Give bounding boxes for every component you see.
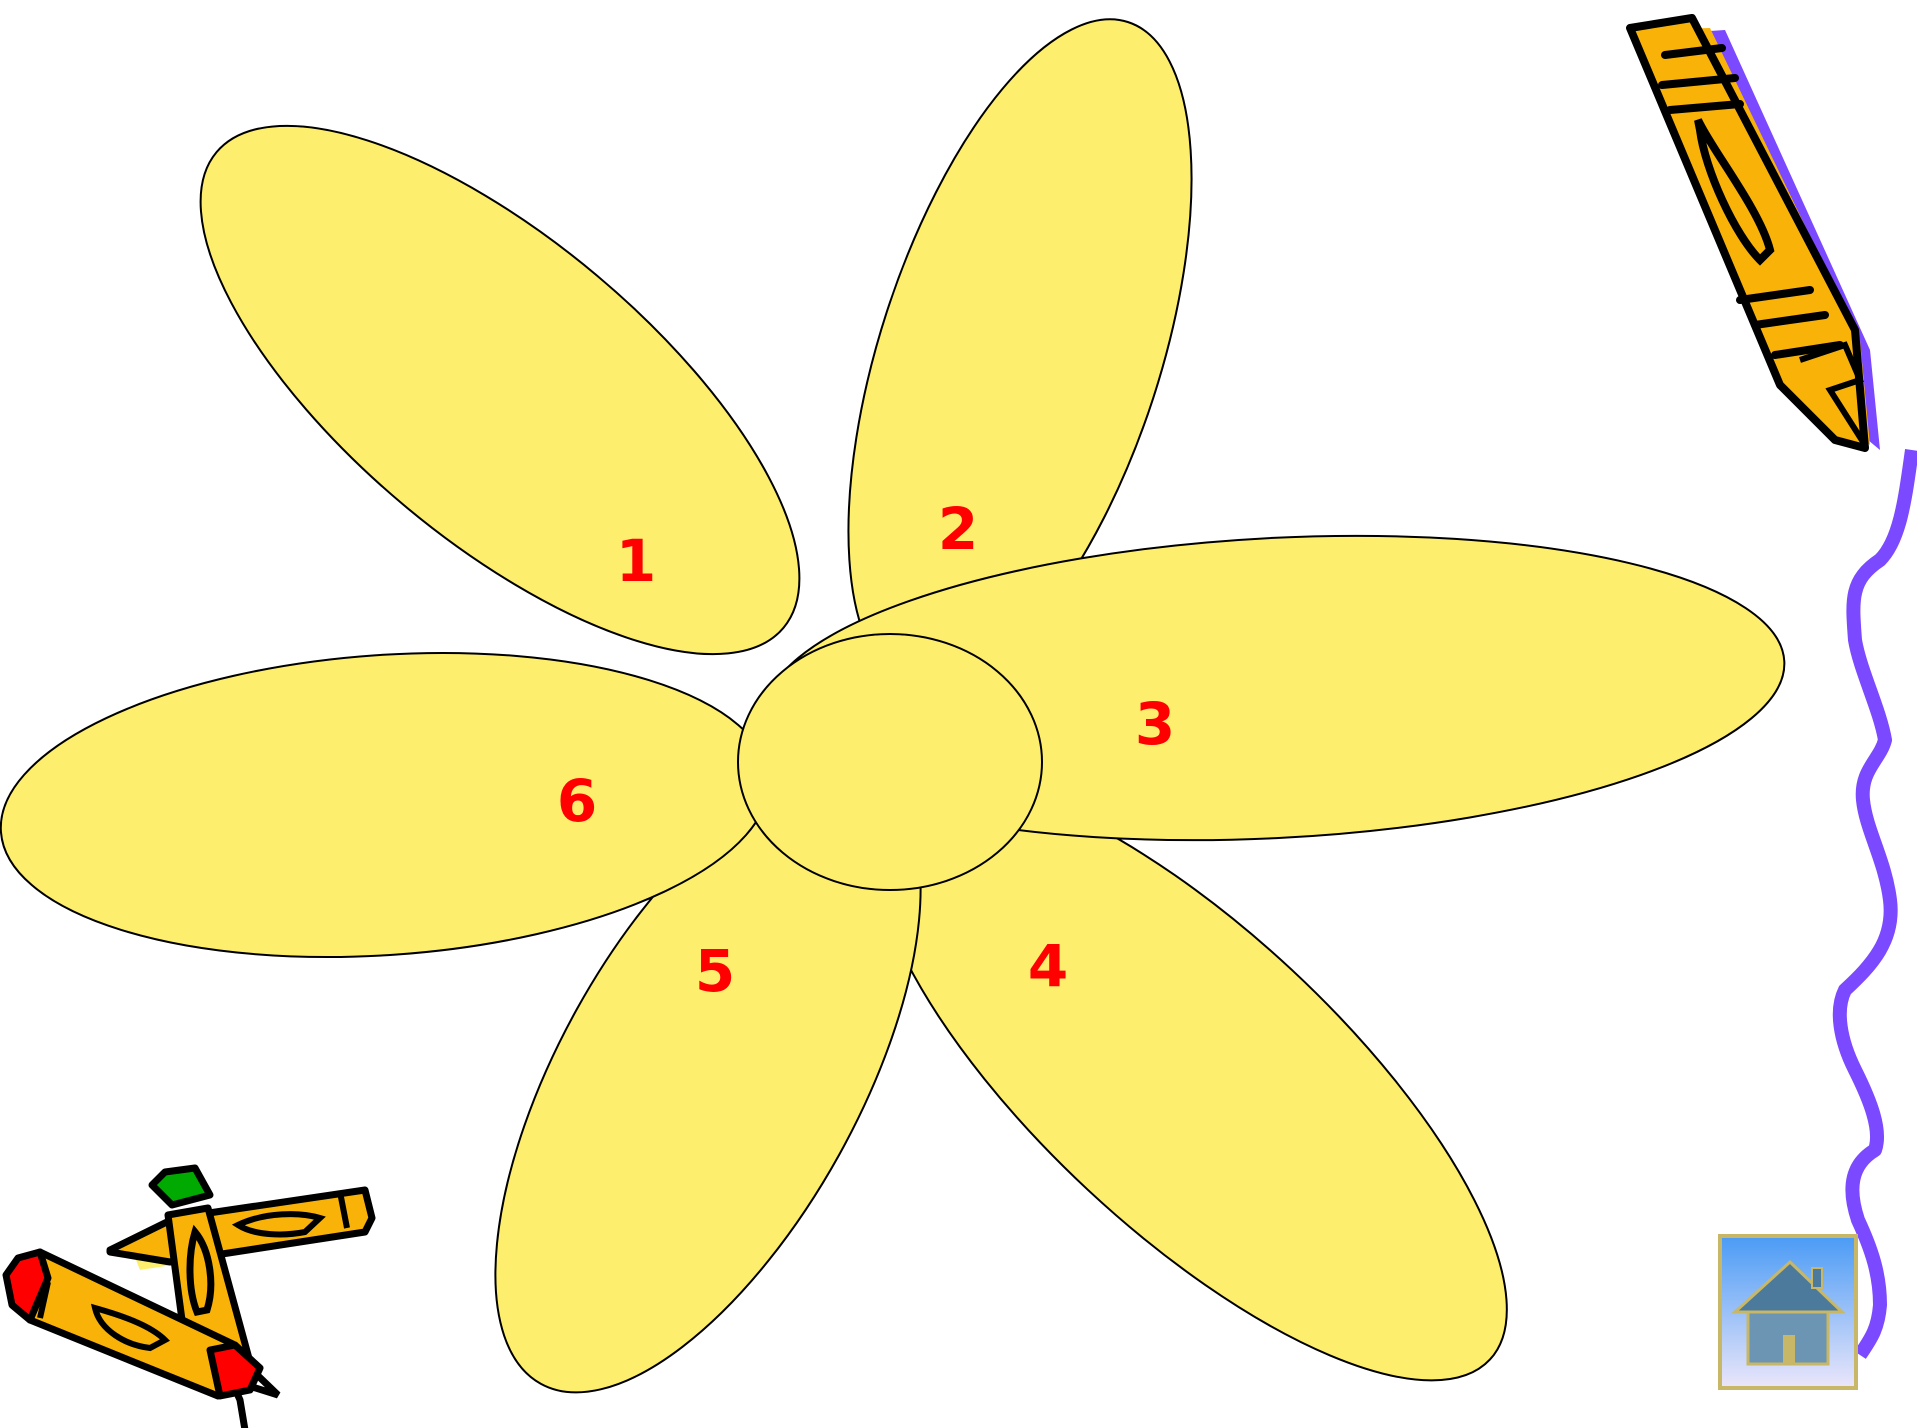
petal-number-6: 6 xyxy=(557,767,597,835)
squiggle-line-icon xyxy=(1840,450,1912,1355)
crayons-icon xyxy=(6,1168,372,1428)
flower-center[interactable] xyxy=(738,634,1042,890)
petal-number-5: 5 xyxy=(695,937,735,1005)
pencil-icon xyxy=(1630,18,1880,450)
petal-shape[interactable] xyxy=(120,37,880,742)
petal-1[interactable] xyxy=(120,37,880,742)
petal-number-2: 2 xyxy=(938,495,978,563)
petal-number-1: 1 xyxy=(616,527,656,595)
petal-number-4: 4 xyxy=(1028,932,1068,1000)
petal-number-3: 3 xyxy=(1135,690,1175,758)
home-button[interactable] xyxy=(1720,1236,1856,1388)
